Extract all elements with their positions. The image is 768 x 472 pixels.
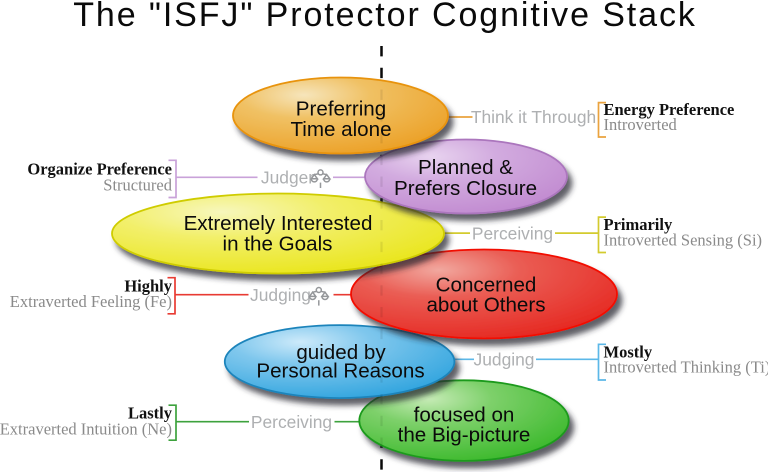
svg-text:Perceiving: Perceiving <box>251 412 332 432</box>
svg-text:Mostly: Mostly <box>604 343 653 362</box>
svg-text:Introverted Thinking (Ti): Introverted Thinking (Ti) <box>604 357 768 376</box>
svg-text:Primarily: Primarily <box>604 215 673 234</box>
svg-text:Perceiving: Perceiving <box>472 223 553 243</box>
svg-text:Judging: Judging <box>250 285 311 305</box>
svg-text:Planned &: Planned & <box>418 156 513 179</box>
svg-text:Energy Preference: Energy Preference <box>604 100 735 119</box>
svg-text:the Big-picture: the Big-picture <box>398 424 531 447</box>
svg-text:Highly: Highly <box>124 277 172 296</box>
svg-text:Extremely Interested: Extremely Interested <box>184 212 373 235</box>
svg-text:Judging: Judging <box>474 349 535 369</box>
svg-text:Extraverted Intuition (Ne): Extraverted Intuition (Ne) <box>0 420 172 439</box>
svg-text:Concerned: Concerned <box>436 274 537 297</box>
svg-text:Extraverted Feeling (Fe): Extraverted Feeling (Fe) <box>10 292 172 311</box>
svg-text:Judger: Judger <box>261 167 314 187</box>
svg-text:Preferring: Preferring <box>296 98 386 121</box>
svg-text:Time alone: Time alone <box>290 118 391 141</box>
svg-text:Structured: Structured <box>103 175 172 194</box>
svg-text:focused on: focused on <box>414 403 515 426</box>
svg-text:guided by: guided by <box>296 341 386 364</box>
svg-text:Organize Preference: Organize Preference <box>27 159 172 178</box>
svg-text:Think it Through: Think it Through <box>471 107 596 127</box>
svg-text:Prefers Closure: Prefers Closure <box>394 177 537 200</box>
svg-text:Personal Reasons: Personal Reasons <box>256 360 424 383</box>
svg-text:Introverted: Introverted <box>604 115 678 134</box>
svg-text:in the Goals: in the Goals <box>223 232 333 255</box>
svg-text:Lastly: Lastly <box>128 404 173 423</box>
svg-text:Introverted Sensing (Si): Introverted Sensing (Si) <box>604 231 763 250</box>
svg-text:about Others: about Others <box>426 294 545 317</box>
svg-text:The "ISFJ" Protector Cognitive: The "ISFJ" Protector Cognitive Stack <box>73 0 697 34</box>
